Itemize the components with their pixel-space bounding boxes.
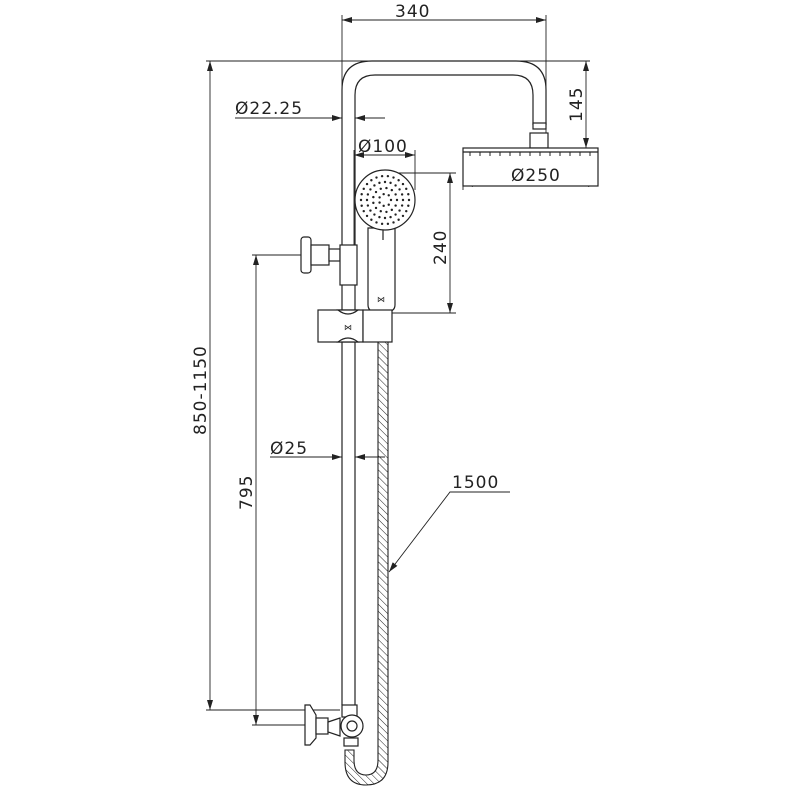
spray-hole (369, 209, 372, 212)
spray-hole (382, 192, 385, 196)
spray-hole (407, 193, 410, 196)
spray-hole (400, 204, 404, 207)
spray-hole (407, 198, 411, 202)
spray-hole (362, 209, 365, 213)
overhead-shower-head (462, 147, 599, 187)
spray-hole (383, 180, 387, 184)
spray-hole (389, 198, 393, 202)
spray-hole (385, 210, 388, 214)
spray-hole (365, 182, 369, 186)
dim-bracket-spacing: 795 (237, 475, 257, 510)
spray-hole (372, 201, 375, 205)
spray-hole (365, 214, 369, 218)
dim-head: Ø250 (511, 166, 561, 186)
spray-hole (373, 184, 376, 187)
spray-hole (405, 187, 408, 191)
spray-hole (397, 218, 400, 221)
spray-hole (386, 174, 390, 178)
spray-hole (401, 198, 405, 202)
dim-arm-length: 340 (395, 2, 430, 22)
spray-hole (394, 213, 397, 216)
spray-hole (382, 204, 385, 208)
spray-hole (389, 181, 392, 185)
spray-hole (378, 215, 381, 219)
spray-hole (386, 222, 390, 226)
spray-hole (380, 222, 384, 226)
spray-hole (380, 174, 384, 178)
dim-pipe-lower: Ø25 (270, 439, 308, 459)
dim-pipe-top: Ø22.25 (235, 99, 303, 119)
spray-hole (387, 194, 390, 197)
spray-hole (398, 188, 401, 191)
spray-hole (385, 186, 388, 190)
spray-hole (378, 201, 381, 204)
spray-hole (405, 209, 408, 213)
slider-holder: ⋈ (317, 309, 393, 343)
spray-hole (398, 209, 401, 212)
spray-hole (378, 196, 381, 199)
spray-hole (375, 176, 378, 179)
bottom-valve (304, 704, 364, 747)
spray-hole (375, 221, 378, 224)
spray-hole (370, 179, 373, 182)
spray-hole (401, 182, 405, 186)
spray-hole (374, 190, 378, 194)
dim-arm-drop: 145 (567, 87, 587, 122)
spray-hole (397, 179, 400, 182)
spray-hole (373, 213, 376, 216)
spray-hole (401, 214, 405, 218)
dim-total-height: 850-1150 (191, 345, 211, 435)
spray-hole (389, 215, 392, 219)
spray-hole (378, 181, 381, 185)
spray-hole (407, 204, 410, 207)
spray-hole (379, 187, 382, 190)
spray-hole (392, 221, 395, 224)
spray-hole (392, 176, 395, 179)
spray-hole (400, 193, 404, 196)
spray-hole (394, 184, 397, 187)
dim-hose-length: 1500 (452, 473, 499, 493)
dim-hand-shower-length: 240 (431, 230, 451, 265)
spray-hole (372, 195, 375, 199)
spray-hole (366, 204, 370, 207)
spray-hole (395, 198, 399, 202)
spray-hole (394, 204, 397, 207)
spray-hole (366, 193, 370, 196)
hose (344, 341, 389, 786)
spray-hole (387, 203, 390, 206)
spray-hole (390, 188, 394, 192)
spray-hole (383, 216, 387, 220)
top-wall-bracket (300, 236, 358, 286)
spray-hole (365, 198, 369, 202)
spray-hole (379, 210, 382, 213)
svg-text:⋈: ⋈ (344, 323, 352, 332)
spray-hole (362, 187, 365, 191)
spray-hole (369, 188, 372, 191)
spray-hole (390, 208, 394, 212)
hand-shower: ⋈ (354, 169, 416, 314)
spray-hole (394, 193, 397, 196)
spray-hole (374, 206, 378, 210)
dim-hand-shower: Ø100 (358, 137, 408, 157)
spray-hole (370, 218, 373, 221)
spray-hole (360, 193, 363, 196)
spray-hole (359, 198, 363, 202)
extension-lines (206, 15, 598, 726)
spray-hole (360, 204, 363, 207)
svg-text:⋈: ⋈ (377, 295, 385, 304)
